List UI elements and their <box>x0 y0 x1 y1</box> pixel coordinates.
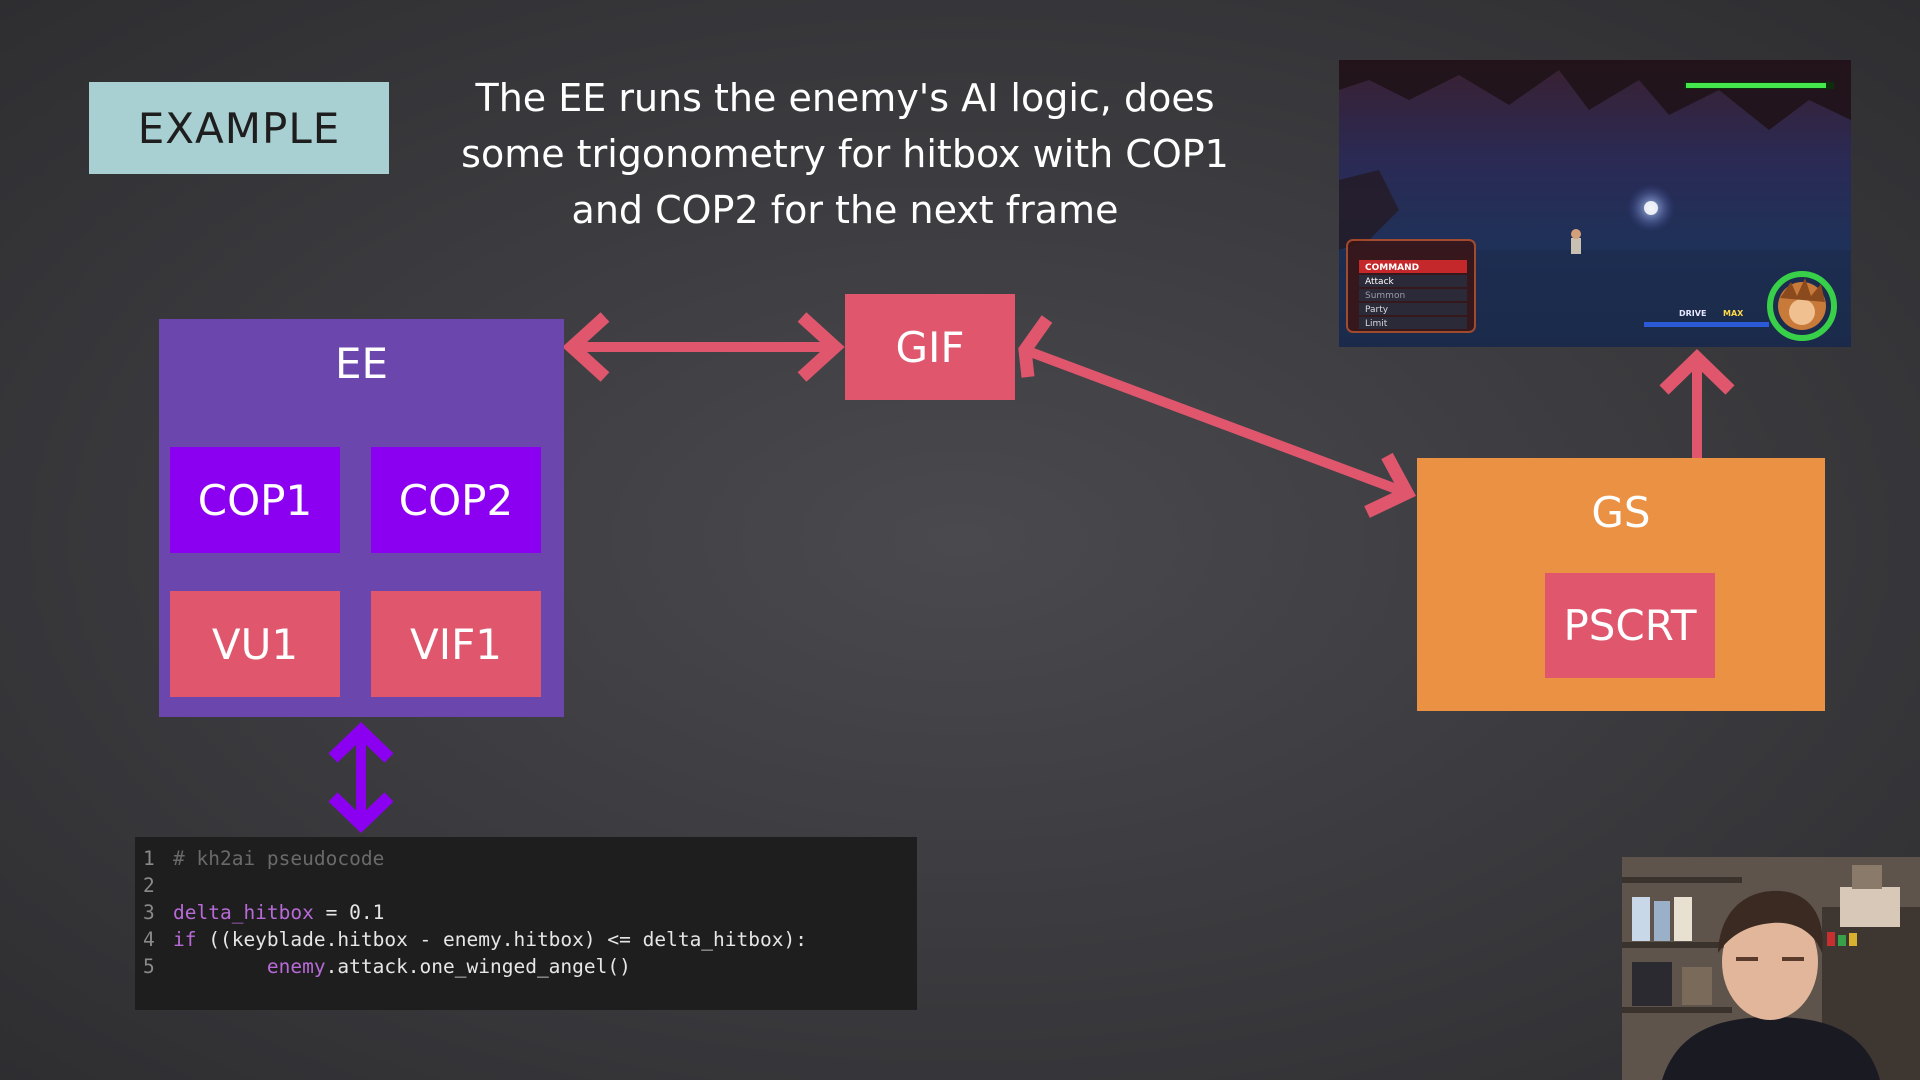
code-text: = 0.1 <box>313 901 385 924</box>
code-comment: # kh2ai pseudocode <box>173 847 385 870</box>
webcam-overlay <box>1622 857 1920 1080</box>
line-number: 1 <box>143 847 155 870</box>
line-number: 3 <box>143 901 155 924</box>
code-line: 2 <box>143 872 917 899</box>
gif-gs-arrow <box>1018 315 1416 518</box>
cop2-block: COP2 <box>371 447 541 553</box>
slide-caption: The EE runs the enemy's AI logic, does s… <box>430 70 1260 238</box>
code-variable: delta_hitbox <box>173 901 314 924</box>
vif1-block: VIF1 <box>371 591 541 697</box>
code-indent <box>173 955 267 978</box>
line-number: 4 <box>143 928 155 951</box>
drive-gauge: DRIVE MAX <box>1644 309 1769 327</box>
game-scene: COMMAND Attack Summon Party Limit DRIVE … <box>1339 60 1851 347</box>
vu1-block: VU1 <box>170 591 340 697</box>
command-menu-item: Party <box>1365 305 1389 315</box>
line-number: 5 <box>143 955 155 978</box>
cop1-block: COP1 <box>170 447 340 553</box>
game-screenshot: COMMAND Attack Summon Party Limit DRIVE … <box>1339 60 1851 347</box>
line-number: 2 <box>143 874 155 897</box>
code-variable: enemy <box>266 955 326 978</box>
gif-block: GIF <box>845 294 1015 400</box>
command-menu-item: Summon <box>1365 291 1405 301</box>
caption-line: and COP2 for the next frame <box>571 188 1119 232</box>
code-line: 3 delta_hitbox = 0.1 <box>143 899 917 926</box>
command-menu-item: Attack <box>1365 277 1395 287</box>
hp-bar <box>1684 82 1834 89</box>
pscrt-block: PSCRT <box>1545 573 1715 678</box>
command-menu-item: Limit <box>1365 319 1388 329</box>
caption-line: some trigonometry for hitbox with COP1 <box>461 132 1229 176</box>
code-line: 4 if ((keyblade.hitbox - enemy.hitbox) <=… <box>143 926 917 953</box>
code-text: .attack.one_winged_angel() <box>325 955 631 978</box>
ee-code-arrow <box>328 721 394 834</box>
code-line: 1 # kh2ai pseudocode <box>143 845 917 872</box>
character-portrait <box>1767 271 1837 341</box>
code-text: ((keyblade.hitbox - enemy.hitbox) <= del… <box>196 928 807 951</box>
max-label: MAX <box>1723 309 1744 318</box>
drive-label: DRIVE <box>1679 309 1706 318</box>
code-keyword: if <box>173 928 197 951</box>
ee-gif-arrow <box>562 312 845 382</box>
example-badge: EXAMPLE <box>89 82 389 174</box>
command-menu: COMMAND Attack Summon Party Limit <box>1346 239 1476 333</box>
caption-line: The EE runs the enemy's AI logic, does <box>475 76 1215 120</box>
webcam-scene <box>1622 857 1920 1080</box>
code-line: 5 enemy.attack.one_winged_angel() <box>143 953 917 980</box>
command-menu-title: COMMAND <box>1365 263 1419 273</box>
character-sprite <box>1571 229 1581 254</box>
